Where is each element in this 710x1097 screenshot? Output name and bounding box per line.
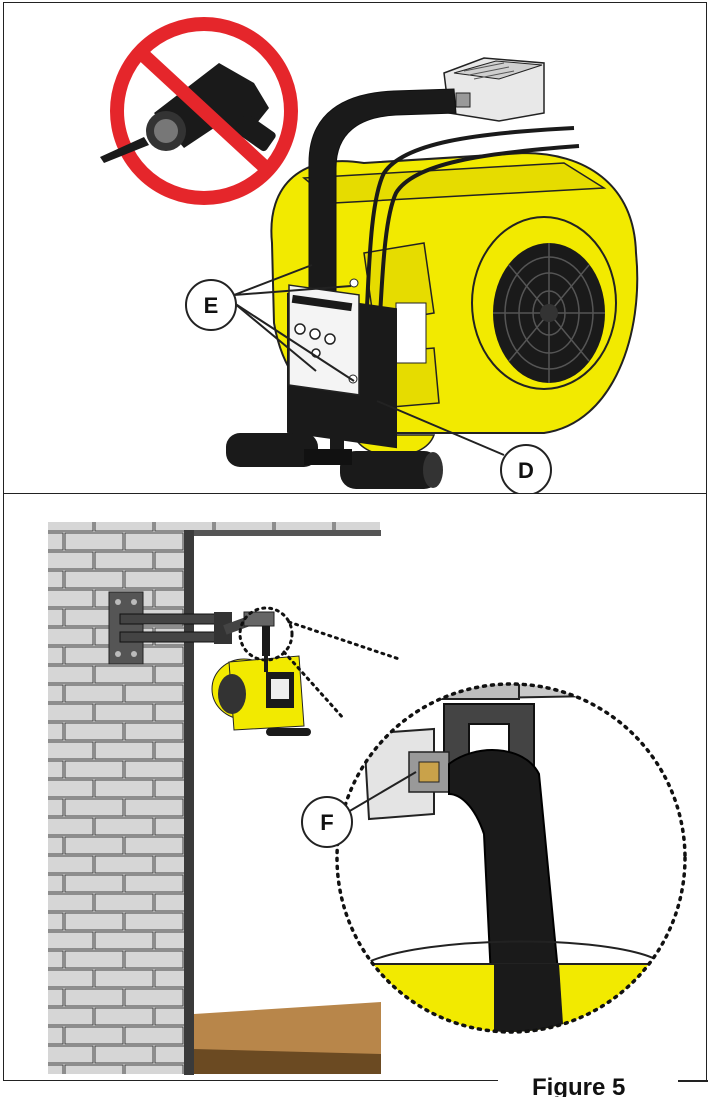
figure-caption: Figure 5 — [532, 1074, 626, 1097]
control-panel-icon — [287, 278, 397, 449]
no-drill-icon — [100, 17, 298, 205]
figure-caption-box: Figure 5 — [498, 1066, 698, 1097]
top-illustration: E D — [100, 17, 639, 496]
small-blower-icon — [211, 655, 311, 736]
callout-d-label: D — [518, 458, 534, 483]
callout-f-label: F — [320, 810, 333, 835]
callout-d: D — [376, 400, 552, 496]
caption-rule — [678, 1080, 708, 1082]
top-panel: E D — [3, 2, 707, 496]
zoom-detail-ring — [335, 682, 687, 1034]
bottom-panel: F — [3, 493, 707, 1081]
callout-f: F — [301, 771, 417, 848]
bottom-illustration: F — [48, 522, 687, 1075]
callout-e: E — [185, 264, 355, 382]
motor-box-icon — [443, 57, 545, 122]
zoom-source-ring — [238, 606, 294, 662]
wall-mount-arm-icon — [108, 591, 275, 665]
callout-e-label: E — [204, 293, 219, 318]
